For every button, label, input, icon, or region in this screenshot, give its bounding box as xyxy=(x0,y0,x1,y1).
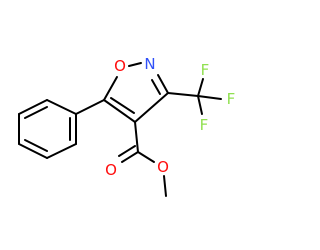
fluorine-bottom-label: F xyxy=(200,116,209,134)
n2-c3-double-bond xyxy=(151,79,161,95)
carbonyl-double-bond xyxy=(121,151,139,163)
c4-c5-double-bond xyxy=(110,97,135,114)
ring-oxygen-label: O xyxy=(114,57,126,75)
phenyl-double-bond xyxy=(24,106,48,119)
ring-nitrogen-label: N xyxy=(144,55,155,73)
c3-c4-bond xyxy=(134,92,169,123)
c5-o1-bond xyxy=(103,76,118,101)
o1-n2-bond xyxy=(128,62,142,67)
ester-oxygen-label: O xyxy=(157,158,169,176)
carbonyl-ester-o-bond xyxy=(137,151,155,163)
phenyl-ring xyxy=(18,99,77,159)
fluorine-top-label: F xyxy=(201,61,210,79)
phenyl-bond xyxy=(46,99,77,115)
phenyl-double-bond xyxy=(24,139,48,152)
c3-cf3-bond xyxy=(167,92,199,97)
phenyl-isoxazole-bond xyxy=(75,99,105,115)
phenyl-bond xyxy=(46,143,77,159)
chemical-structure-diagram: O N F F F O O xyxy=(18,55,236,197)
c4-carbonyl-bond xyxy=(134,121,139,153)
c-f-bond xyxy=(197,78,204,97)
fluorine-right-label: F xyxy=(227,90,236,108)
ester-o-methyl-bond xyxy=(163,175,167,197)
c4-c5-bond xyxy=(103,99,136,123)
phenyl-bond xyxy=(18,99,48,115)
methyl-ester-group xyxy=(118,121,167,197)
phenyl-bond xyxy=(18,143,48,159)
trifluoromethyl-group xyxy=(167,78,222,115)
carbonyl-oxygen-label: O xyxy=(105,161,117,179)
isoxazole-ring xyxy=(103,62,169,123)
c-f-bond xyxy=(197,95,203,115)
carbonyl-double-bond xyxy=(118,145,136,157)
n2-c3-bond xyxy=(157,74,169,94)
c-f-bond xyxy=(197,95,222,100)
